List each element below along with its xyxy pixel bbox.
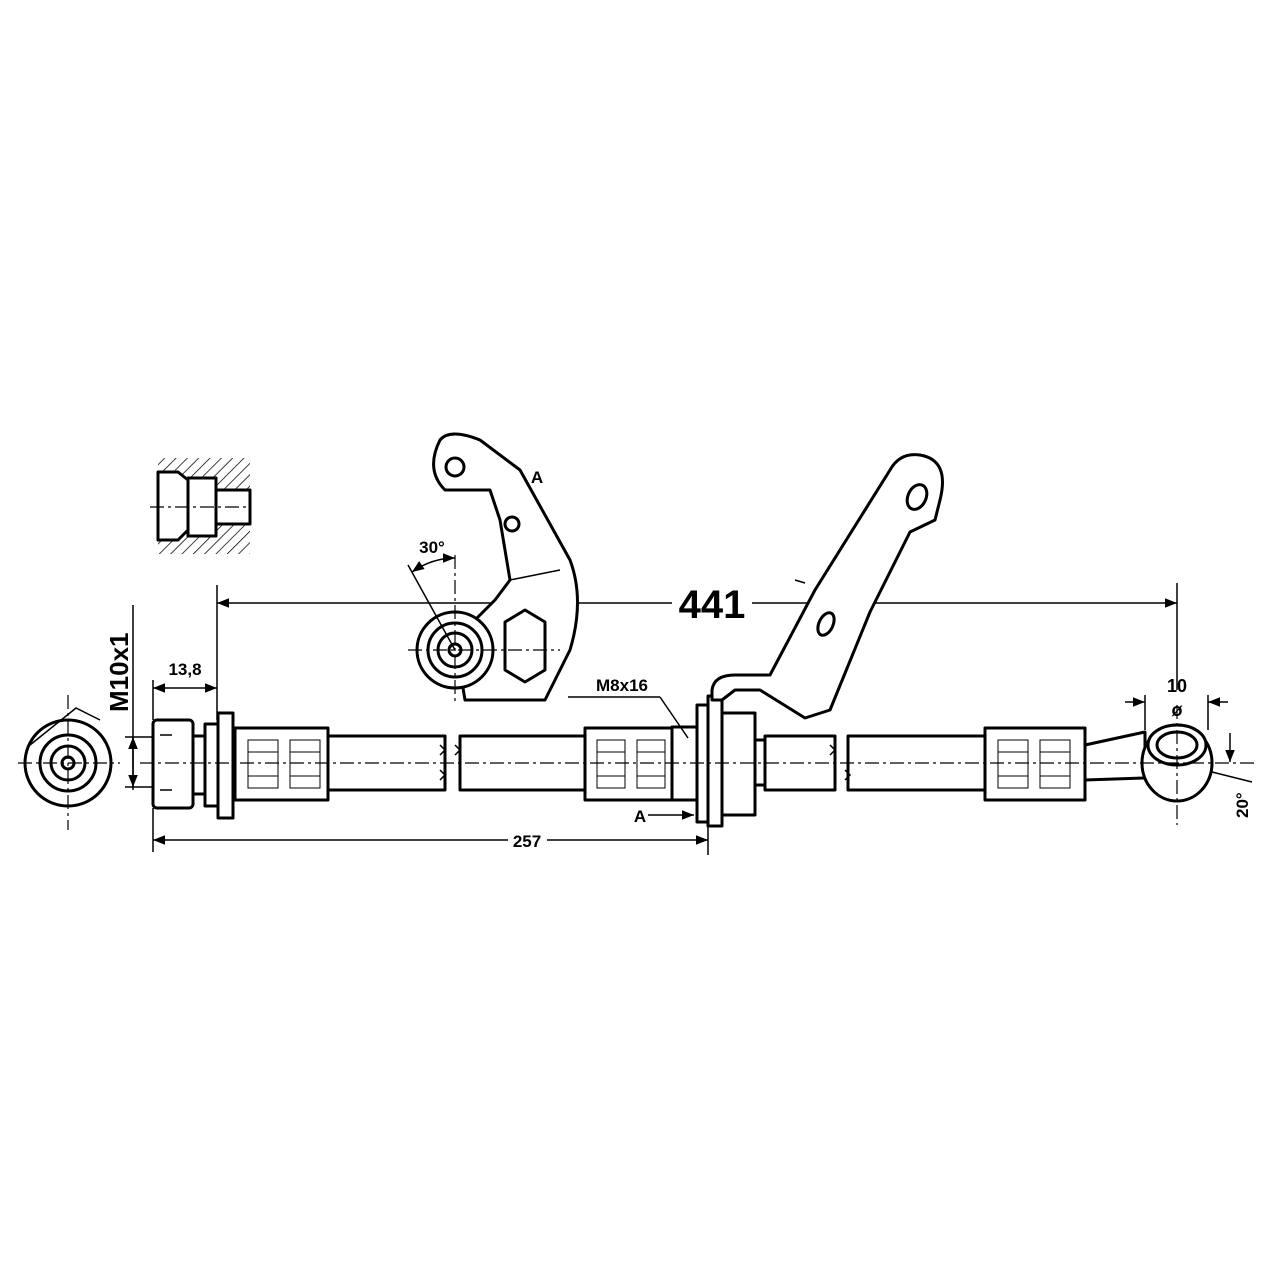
fitting-length-label: 13,8	[168, 660, 201, 679]
hose-assembly	[140, 694, 1255, 828]
bracket-distance-label: 257	[513, 832, 541, 851]
banjo-diameter-symbol: ø	[1172, 700, 1183, 720]
banjo-angle-dimension: 20°	[1211, 733, 1253, 818]
overall-length-label: 441	[679, 583, 746, 627]
bolt-callout: M8x16	[568, 676, 689, 739]
banjo-diameter-value: 10	[1167, 676, 1187, 696]
port-section-detail	[150, 458, 252, 554]
mounting-bracket	[710, 453, 944, 720]
view-a-arrow: A	[634, 807, 694, 826]
bolt-label: M8x16	[596, 676, 648, 695]
banjo-angle-label: 20°	[1233, 792, 1252, 818]
bracket-distance-dimension: 257	[152, 808, 709, 855]
bracket-angle-label: 30°	[419, 538, 445, 557]
fitting-length-dimension: 13,8	[152, 660, 217, 720]
thread-dimension: M10x1	[104, 605, 160, 790]
fitting-end-view	[18, 695, 120, 830]
thread-label: M10x1	[104, 633, 134, 713]
view-a-arrow-label: A	[634, 807, 646, 826]
view-a-bracket: 30° A	[407, 432, 579, 705]
overall-length-dimension: 441	[216, 583, 1178, 720]
banjo-diameter-dimension: 10 ø	[1125, 676, 1228, 730]
view-a-title: A	[531, 468, 543, 487]
